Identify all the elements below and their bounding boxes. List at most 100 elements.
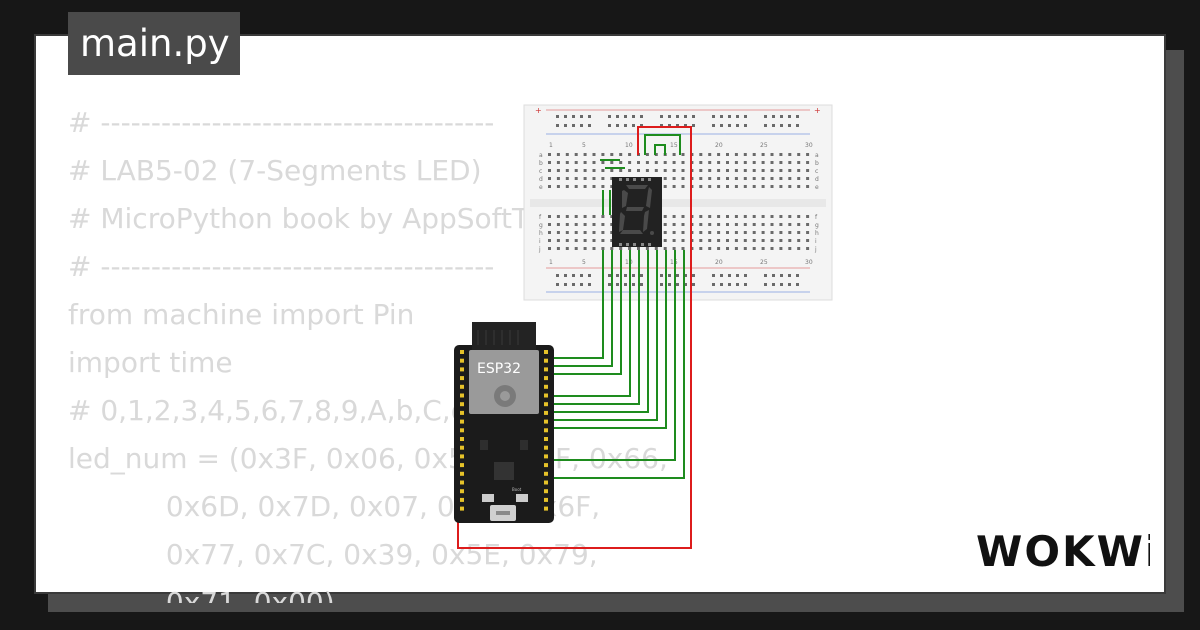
breadboard-hole xyxy=(610,231,614,234)
breadboard-hole xyxy=(640,283,643,286)
breadboard-hole xyxy=(806,161,810,164)
breadboard-hole xyxy=(684,124,687,127)
breadboard-hole xyxy=(663,231,667,234)
breadboard-hole xyxy=(699,239,703,242)
breadboard-hole xyxy=(743,185,747,188)
breadboard-hole xyxy=(752,239,756,242)
breadboard-hole xyxy=(640,124,643,127)
header-pin xyxy=(460,463,464,468)
signal-wire xyxy=(546,250,685,479)
header-pin xyxy=(544,471,548,476)
signal-wire xyxy=(654,144,666,155)
header-pin xyxy=(544,376,548,381)
breadboard-hole xyxy=(608,274,611,277)
file-tab[interactable]: main.py xyxy=(68,12,240,75)
breadboard-hole xyxy=(556,247,560,250)
breadboard-hole xyxy=(632,283,635,286)
breadboard-hole xyxy=(712,124,715,127)
breadboard-hole xyxy=(624,274,627,277)
breadboard-hole xyxy=(806,239,810,242)
breadboard-hole xyxy=(772,115,775,118)
breadboard-hole xyxy=(712,115,715,118)
breadboard-hole xyxy=(681,177,685,180)
breadboard-hole xyxy=(574,177,578,180)
row-letter: a xyxy=(815,152,819,159)
breadboard-hole xyxy=(676,115,679,118)
esp32-board[interactable]: ESP32 Boot xyxy=(454,322,554,523)
breadboard-hole xyxy=(797,177,801,180)
breadboard-hole xyxy=(564,283,567,286)
breadboard-hole xyxy=(743,223,747,226)
breadboard-hole xyxy=(583,161,587,164)
row-letter: b xyxy=(539,160,543,167)
breadboard-hole xyxy=(580,115,583,118)
breadboard-hole xyxy=(684,115,687,118)
header-pin xyxy=(460,350,464,354)
breadboard-hole xyxy=(712,283,715,286)
column-number: 30 xyxy=(805,142,813,149)
breadboard-hole xyxy=(744,283,747,286)
breadboard-hole xyxy=(574,239,578,242)
header-pin xyxy=(544,463,548,468)
breadboard-hole xyxy=(619,161,623,164)
breadboard-hole xyxy=(684,274,687,277)
breadboard-hole xyxy=(717,247,721,250)
code-editor[interactable]: # --------------------------------------… xyxy=(68,103,768,603)
breadboard-hole xyxy=(608,283,611,286)
breadboard-hole xyxy=(668,115,671,118)
breadboard-hole xyxy=(565,185,569,188)
breadboard-hole xyxy=(619,153,623,156)
header-pin xyxy=(460,489,464,494)
breadboard-hole xyxy=(583,169,587,172)
breadboard-hole xyxy=(717,215,721,218)
breadboard-hole xyxy=(610,215,614,218)
boot-button[interactable] xyxy=(516,494,528,502)
breadboard-hole xyxy=(601,247,605,250)
seven-segment-display[interactable] xyxy=(612,177,662,247)
breadboard-hole xyxy=(610,169,614,172)
reset-button[interactable] xyxy=(482,494,494,502)
breadboard-hole xyxy=(583,177,587,180)
logo-text: WOKWi xyxy=(976,527,1150,576)
breadboard-hole xyxy=(608,124,611,127)
column-number: 15 xyxy=(670,259,678,266)
column-number: 30 xyxy=(805,259,813,266)
breadboard-hole xyxy=(619,247,623,250)
breadboard-hole xyxy=(806,215,810,218)
board-pins xyxy=(460,350,548,511)
breadboard-hole xyxy=(574,247,578,250)
breadboard-hole xyxy=(619,169,623,172)
breadboard-hole xyxy=(779,185,783,188)
wokwi-logo[interactable]: WOKWi xyxy=(976,526,1150,576)
breadboard[interactable]: + + 1 5 10 15 20 25 30 1 5 10 15 20 25 3… xyxy=(523,104,833,301)
breadboard-hole xyxy=(592,231,596,234)
breadboard-hole xyxy=(752,231,756,234)
breadboard-hole xyxy=(548,185,551,188)
breadboard-hole xyxy=(788,247,792,250)
breadboard-hole xyxy=(788,283,791,286)
breadboard-hole xyxy=(610,223,614,226)
breadboard-hole xyxy=(734,185,738,188)
breadboard-hole xyxy=(583,223,587,226)
signal-wire xyxy=(644,134,681,155)
breadboard-hole xyxy=(610,185,614,188)
column-number: 25 xyxy=(760,142,768,149)
breadboard-hole xyxy=(726,169,729,172)
breadboard-hole xyxy=(717,223,721,226)
column-number: 10 xyxy=(625,142,633,149)
breadboard-hole xyxy=(681,185,685,188)
row-letter: j xyxy=(814,246,817,253)
breadboard-hole xyxy=(736,124,739,127)
breadboard-hole xyxy=(779,161,783,164)
breadboard-hole xyxy=(797,231,801,234)
breadboard-hole xyxy=(572,124,575,127)
breadboard-hole xyxy=(726,231,729,234)
header-pin xyxy=(460,402,464,407)
chip xyxy=(494,462,514,480)
breadboard-hole xyxy=(806,177,810,180)
header-pin xyxy=(544,384,548,389)
board-label: ESP32 xyxy=(477,361,521,377)
breadboard-hole xyxy=(588,283,591,286)
column-number: 10 xyxy=(625,259,633,266)
breadboard-hole xyxy=(601,231,605,234)
